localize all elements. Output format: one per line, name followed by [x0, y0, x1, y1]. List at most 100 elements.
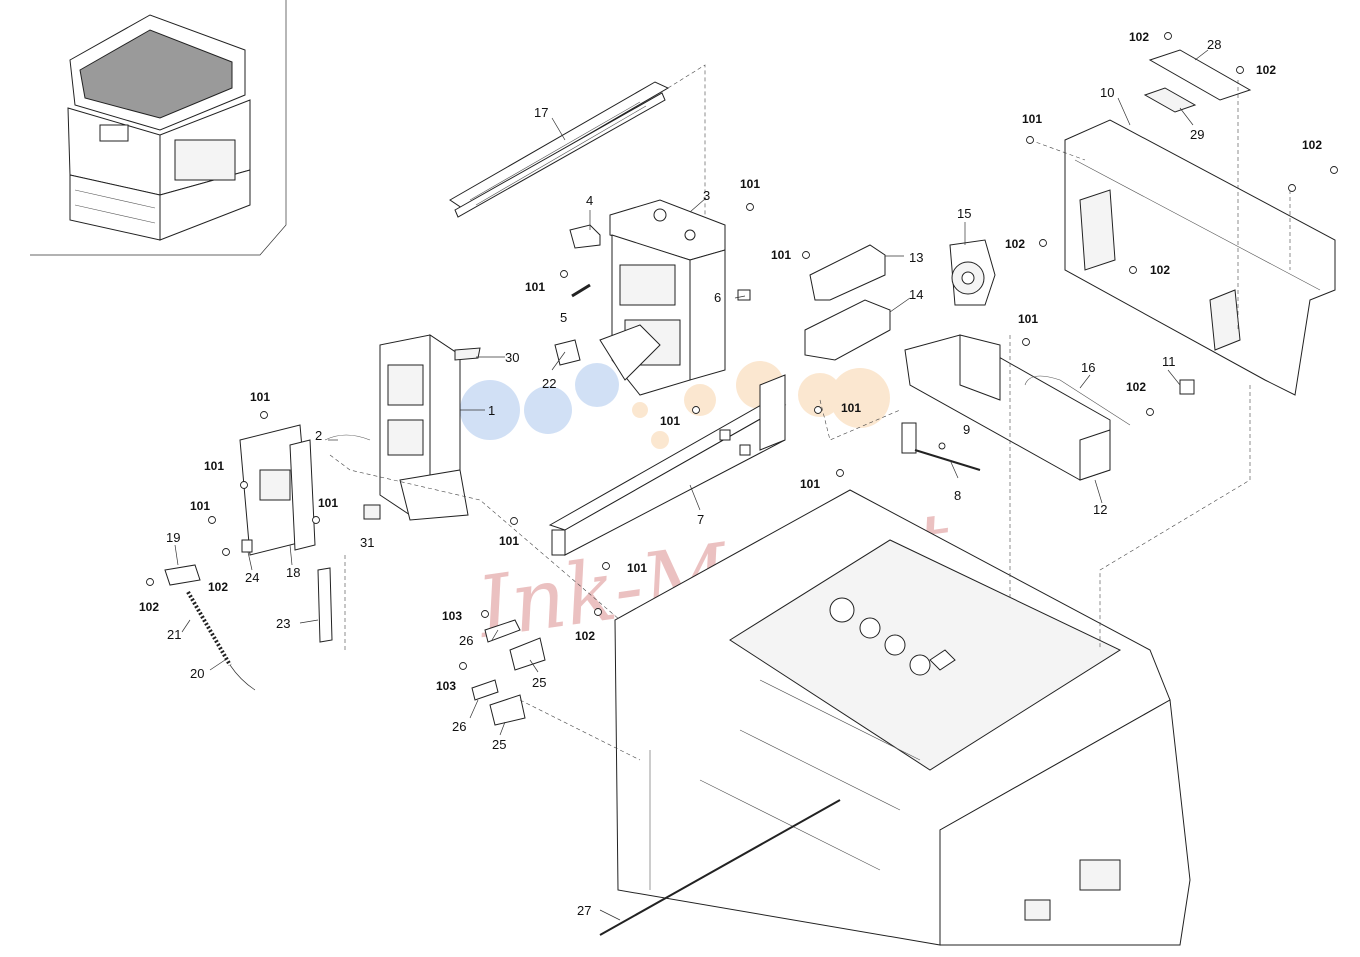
part-27-bar — [599, 799, 841, 936]
part-6-clip — [737, 289, 751, 301]
label-screw-101: 101 — [499, 534, 519, 548]
label-screw-101: 101 — [318, 496, 338, 510]
label-part-13: 13 — [909, 250, 923, 265]
screw-101 — [836, 469, 844, 477]
part-11-clip — [1179, 379, 1195, 395]
label-screw-102: 102 — [139, 600, 159, 614]
label-part-26-lower: 26 — [452, 719, 466, 734]
label-part-22: 22 — [542, 376, 556, 391]
screw-102 — [1164, 32, 1172, 40]
assembly-guide-lines — [329, 80, 1291, 761]
label-part-20: 20 — [190, 666, 204, 681]
label-part-24: 24 — [245, 570, 259, 585]
label-screw-101: 101 — [525, 280, 545, 294]
label-screw-102: 102 — [1256, 63, 1276, 77]
mfp-overview-drawing — [67, 14, 251, 241]
screws — [146, 32, 1338, 670]
part-25-lever-lower — [489, 694, 526, 726]
label-screw-101: 101 — [771, 248, 791, 262]
label-part-10: 10 — [1100, 85, 1114, 100]
label-part-14: 14 — [909, 287, 923, 302]
screw-101 — [510, 517, 518, 525]
label-screw-102: 102 — [1126, 380, 1146, 394]
label-screw-102: 102 — [1150, 263, 1170, 277]
label-part-16: 16 — [1081, 360, 1095, 375]
label-part-6: 6 — [714, 290, 721, 305]
screw-101 — [312, 516, 320, 524]
label-part-17: 17 — [534, 105, 548, 120]
part-23-bracket — [317, 555, 346, 650]
label-screw-101: 101 — [841, 401, 861, 415]
part-12-duct-box — [904, 334, 1111, 481]
part-7-channel — [548, 374, 787, 556]
part-number-labels: 17 3 4 5 6 22 30 1 2 7 13 14 15 16 11 12… — [166, 37, 1221, 918]
label-screw-103: 103 — [442, 609, 462, 623]
part-13-duct — [809, 244, 886, 301]
label-screw-101: 101 — [190, 499, 210, 513]
main-body-frame — [614, 489, 1191, 946]
machine-overview-inset — [30, 0, 287, 256]
screw-101 — [802, 251, 810, 259]
label-screw-101: 101 — [627, 561, 647, 575]
part-31-block — [363, 504, 381, 520]
part-24-clip — [241, 539, 253, 553]
screw-101 — [1026, 136, 1034, 144]
screw-101 — [746, 203, 754, 211]
label-screw-101: 101 — [204, 459, 224, 473]
label-part-1: 1 — [488, 403, 495, 418]
part-26-bracket-lower — [471, 679, 499, 701]
screw-101 — [208, 516, 216, 524]
label-screw-103: 103 — [436, 679, 456, 693]
label-part-23: 23 — [276, 616, 290, 631]
label-screw-102: 102 — [208, 580, 228, 594]
label-screw-101: 101 — [660, 414, 680, 428]
label-screw-101: 101 — [250, 390, 270, 404]
screw-103 — [481, 610, 489, 618]
label-part-2: 2 — [315, 428, 322, 443]
screw-101 — [814, 406, 822, 414]
screw-101 — [602, 562, 610, 570]
label-screw-102: 102 — [1005, 237, 1025, 251]
part-2-harness — [324, 434, 371, 441]
part-22-bracket — [554, 339, 581, 366]
label-part-8: 8 — [954, 488, 961, 503]
part-8-9-connector — [901, 422, 981, 471]
screw-102 — [1330, 166, 1338, 174]
screw-101 — [260, 411, 268, 419]
part-29-strip — [1143, 87, 1197, 113]
label-part-27: 27 — [577, 903, 591, 918]
label-part-7: 7 — [697, 512, 704, 527]
screw-101 — [240, 481, 248, 489]
part-1-housing — [379, 334, 469, 521]
label-part-5: 5 — [560, 310, 567, 325]
label-screw-102: 102 — [1129, 30, 1149, 44]
screw-102 — [1129, 266, 1137, 274]
label-part-30: 30 — [505, 350, 519, 365]
label-part-4: 4 — [586, 193, 593, 208]
screw-102 — [1146, 408, 1154, 416]
label-part-31: 31 — [360, 535, 374, 550]
screw-101 — [1022, 338, 1030, 346]
part-19-clamp — [164, 564, 201, 586]
part-4-bracket — [569, 210, 601, 249]
part-5-spring — [571, 283, 591, 298]
label-part-29: 29 — [1190, 127, 1204, 142]
label-part-11: 11 — [1162, 354, 1176, 369]
label-screw-101: 101 — [1018, 312, 1038, 326]
part-18-bracket-plate — [239, 424, 316, 556]
label-part-18: 18 — [286, 565, 300, 580]
label-part-25-lower: 25 — [492, 737, 506, 752]
part-28-plate — [1148, 49, 1252, 101]
label-part-28: 28 — [1207, 37, 1221, 52]
part-25-lever-upper — [509, 637, 546, 671]
label-part-25-upper: 25 — [532, 675, 546, 690]
label-screw-101: 101 — [740, 177, 760, 191]
part-14-duct — [804, 299, 891, 361]
part-3-frame-assembly — [599, 199, 726, 396]
label-screw-102: 102 — [1302, 138, 1322, 152]
screw-number-labels: 101 101 101 101 101 101 101 101 101 101 … — [139, 30, 1322, 693]
label-part-15: 15 — [957, 206, 971, 221]
part-10-rear-panel — [1064, 119, 1336, 396]
label-part-19: 19 — [166, 530, 180, 545]
